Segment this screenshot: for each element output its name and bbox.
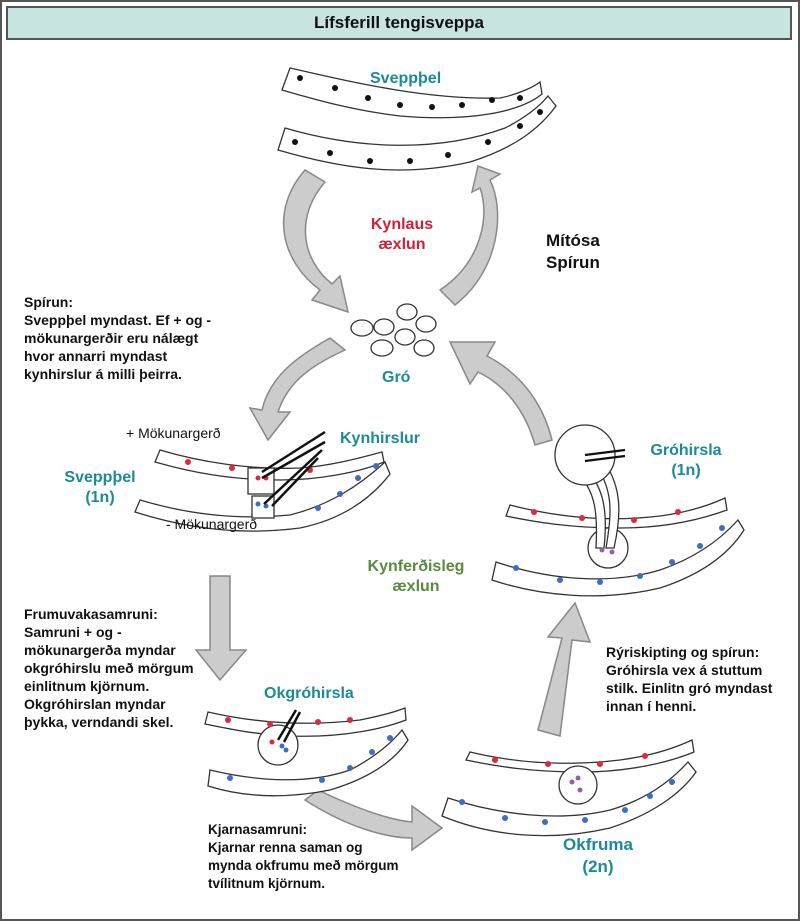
label-sexual-line2: æxlun	[392, 578, 440, 595]
label-spores: Gró	[382, 369, 411, 386]
label-asexual-line1: Kynlaus	[370, 216, 434, 233]
label-zygote-line1: Okfruma	[563, 835, 633, 854]
zygosporangium-mycelium	[204, 707, 409, 797]
arrow-mycelium-to-spores	[282, 169, 350, 314]
note-meiosis-heading: Rýriskipting og spírun:	[606, 644, 760, 660]
label-mitosis-line2: Spírun	[546, 253, 600, 272]
zygote-cell	[558, 765, 598, 805]
note-germination-heading: Spírun:	[24, 294, 73, 310]
gametangia-pointers	[261, 430, 326, 507]
note-plasmogamy: Frumuvakasamruni: Samruni + og - mökunar…	[24, 605, 224, 731]
top-mycelium	[277, 67, 557, 171]
note-germination: Spírun: Sveppþel myndast. Ef + og - möku…	[24, 293, 274, 383]
label-mycelium-1n: Sveppþel (1n)	[56, 468, 144, 508]
arrow-gametangia-to-zygosporangium	[194, 575, 248, 682]
label-mitosis: Mítósa Spírun	[546, 230, 600, 274]
note-plasmogamy-line: mökunargerða myndar	[24, 642, 176, 658]
label-asexual-reproduction: Kynlaus æxlun	[352, 215, 452, 255]
note-plasmogamy-line: Samruni + og -	[24, 624, 122, 640]
note-karyogamy: Kjarnasamruni: Kjarnar renna saman og my…	[208, 821, 418, 893]
cycle-arrows	[194, 165, 592, 852]
note-karyogamy-line: Kjarnar renna saman og	[208, 840, 363, 855]
label-mitosis-line1: Mítósa	[546, 231, 600, 250]
arrow-spores-to-gametangia	[248, 337, 347, 442]
label-top-mycelium: Sveppþel	[370, 70, 442, 87]
note-germination-line: Sveppþel myndast. Ef + og -	[24, 312, 212, 328]
label-gametangia: Kynhirslur	[340, 430, 421, 447]
label-mycelium-1n-line1: Sveppþel	[64, 469, 136, 486]
gamete-plus	[247, 467, 275, 495]
note-plasmogamy-line: einlitnum kjörnum.	[24, 678, 150, 694]
label-minus-mating-type: - Mökunargerð	[166, 516, 258, 532]
note-plasmogamy-line: okgróhirslu með mörgum	[24, 660, 194, 676]
arrow-sporangium-to-spores	[448, 341, 553, 446]
note-germination-line: mökunargerðir eru nálægt	[24, 330, 199, 346]
label-mycelium-1n-line2: (1n)	[85, 489, 115, 506]
diagram-title: Lífsferill tengisveppa	[6, 6, 792, 40]
label-zygote: Okfruma (2n)	[548, 834, 648, 878]
arrow-zygosporangium-to-zygote	[303, 789, 444, 852]
note-meiosis: Rýriskipting og spírun: Gróhirsla vex á …	[606, 643, 792, 715]
label-zygosporangium: Okgróhirsla	[264, 685, 354, 702]
label-sexual-line1: Kynferðisleg	[367, 558, 465, 575]
label-sexual-reproduction: Kynferðisleg æxlun	[350, 557, 482, 597]
note-plasmogamy-line: þykka, verndandi skel.	[24, 714, 174, 730]
note-plasmogamy-heading: Frumuvakasamruni:	[24, 606, 158, 622]
note-meiosis-line: innan í henni.	[606, 698, 697, 714]
arrow-zygote-to-sporangium	[537, 601, 592, 737]
note-meiosis-line: Gróhirsla vex á stuttum	[606, 662, 763, 678]
arrow-spores-to-mycelium	[438, 165, 502, 306]
sporangium-pointer	[584, 448, 626, 463]
note-meiosis-line: stilk. Einlitn gró myndast	[606, 680, 773, 696]
label-sporangium-line1: Gróhirsla	[650, 442, 722, 459]
note-plasmogamy-line: Okgróhirslan myndar	[24, 696, 166, 712]
hypha-lower	[277, 94, 557, 171]
label-plus-mating-type: + Mökunargerð	[126, 425, 221, 441]
zygosporangium-pointer	[276, 709, 302, 743]
label-sporangium-line2: (1n)	[671, 462, 701, 479]
zygosporangium-cell	[257, 724, 299, 766]
hypha-upper	[281, 67, 543, 119]
note-germination-line: hvor annarri myndast	[24, 348, 168, 364]
note-germination-line: kynhirslur á milli þeirra.	[24, 366, 182, 382]
label-asexual-line2: æxlun	[378, 236, 426, 253]
spore-cluster	[350, 303, 437, 357]
label-sporangium: Gróhirsla (1n)	[636, 441, 736, 481]
note-karyogamy-line: mynda okfrumu með mörgum	[208, 858, 399, 873]
label-zygote-line2: (2n)	[582, 857, 614, 876]
note-karyogamy-line: tvílitnum kjörnum.	[208, 876, 326, 891]
zygote-mycelium	[441, 739, 697, 837]
nuclei-top	[292, 75, 543, 164]
note-karyogamy-heading: Kjarnasamruni:	[208, 822, 308, 837]
